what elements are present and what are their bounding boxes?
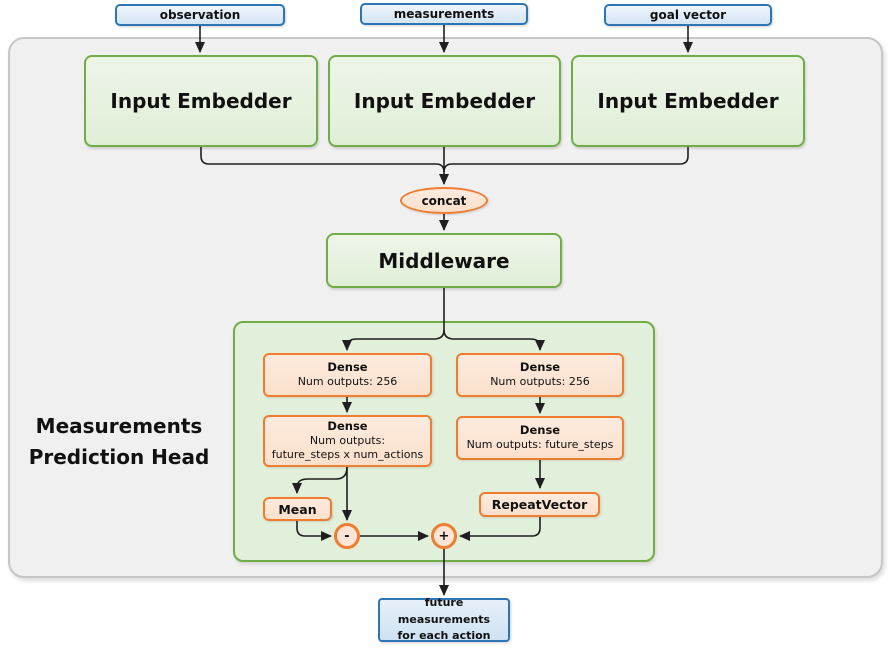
dense-box-left-2: Dense Num outputs: future_steps x num_ac… [263, 415, 432, 467]
repeat-vector-label: RepeatVector [491, 497, 588, 512]
input-box-observation: observation [115, 4, 285, 26]
mean-box: Mean [263, 497, 332, 521]
input-label-goal-vector: goal vector [649, 8, 727, 22]
output-label-line1: future measurements [397, 596, 491, 626]
dense-right-1-subtitle: Num outputs: 256 [490, 375, 590, 389]
dense-left-2-subtitle-line2: future_steps x num_actions [271, 448, 424, 462]
minus-op-icon: - [334, 523, 360, 549]
dense-right-1-title: Dense [519, 360, 561, 375]
embedder-label-1: Input Embedder [110, 89, 292, 113]
plus-op-icon: + [431, 523, 457, 549]
prediction-head-title: Measurements Prediction Head [16, 411, 222, 473]
embedder-box-2: Input Embedder [328, 55, 561, 147]
dense-right-2-subtitle: Num outputs: future_steps [466, 438, 614, 452]
input-box-goal-vector: goal vector [604, 4, 772, 26]
embedder-label-2: Input Embedder [353, 89, 536, 113]
dense-left-2-title: Dense [327, 419, 368, 434]
prediction-head-title-line2: Prediction Head [28, 445, 210, 469]
dense-box-right-1: Dense Num outputs: 256 [456, 353, 624, 397]
repeat-vector-box: RepeatVector [479, 492, 600, 517]
output-label-line2: for each action [397, 629, 491, 643]
prediction-head-title-line1: Measurements [35, 414, 203, 438]
output-box: future measurements for each action [378, 596, 510, 643]
input-label-observation: observation [159, 8, 241, 22]
mean-label: Mean [278, 501, 317, 517]
minus-label: - [344, 528, 350, 544]
embedder-label-3: Input Embedder [597, 89, 779, 113]
dense-left-1-subtitle: Num outputs: 256 [297, 375, 398, 389]
dense-left-1-title: Dense [327, 360, 368, 375]
input-label-measurements: measurements [393, 7, 495, 21]
plus-label: + [438, 528, 450, 544]
dense-box-left-1: Dense Num outputs: 256 [263, 353, 432, 397]
input-box-measurements: measurements [360, 3, 528, 25]
middleware-box: Middleware [326, 233, 562, 288]
embedder-box-1: Input Embedder [84, 55, 318, 147]
concat-label: concat [421, 193, 467, 208]
concat-node: concat [400, 187, 488, 214]
dense-left-2-subtitle-line1: Num outputs: [309, 434, 386, 448]
middleware-label: Middleware [378, 248, 510, 273]
dense-right-2-title: Dense [519, 423, 561, 438]
embedder-box-3: Input Embedder [571, 55, 805, 147]
dense-box-right-2: Dense Num outputs: future_steps [456, 416, 624, 460]
